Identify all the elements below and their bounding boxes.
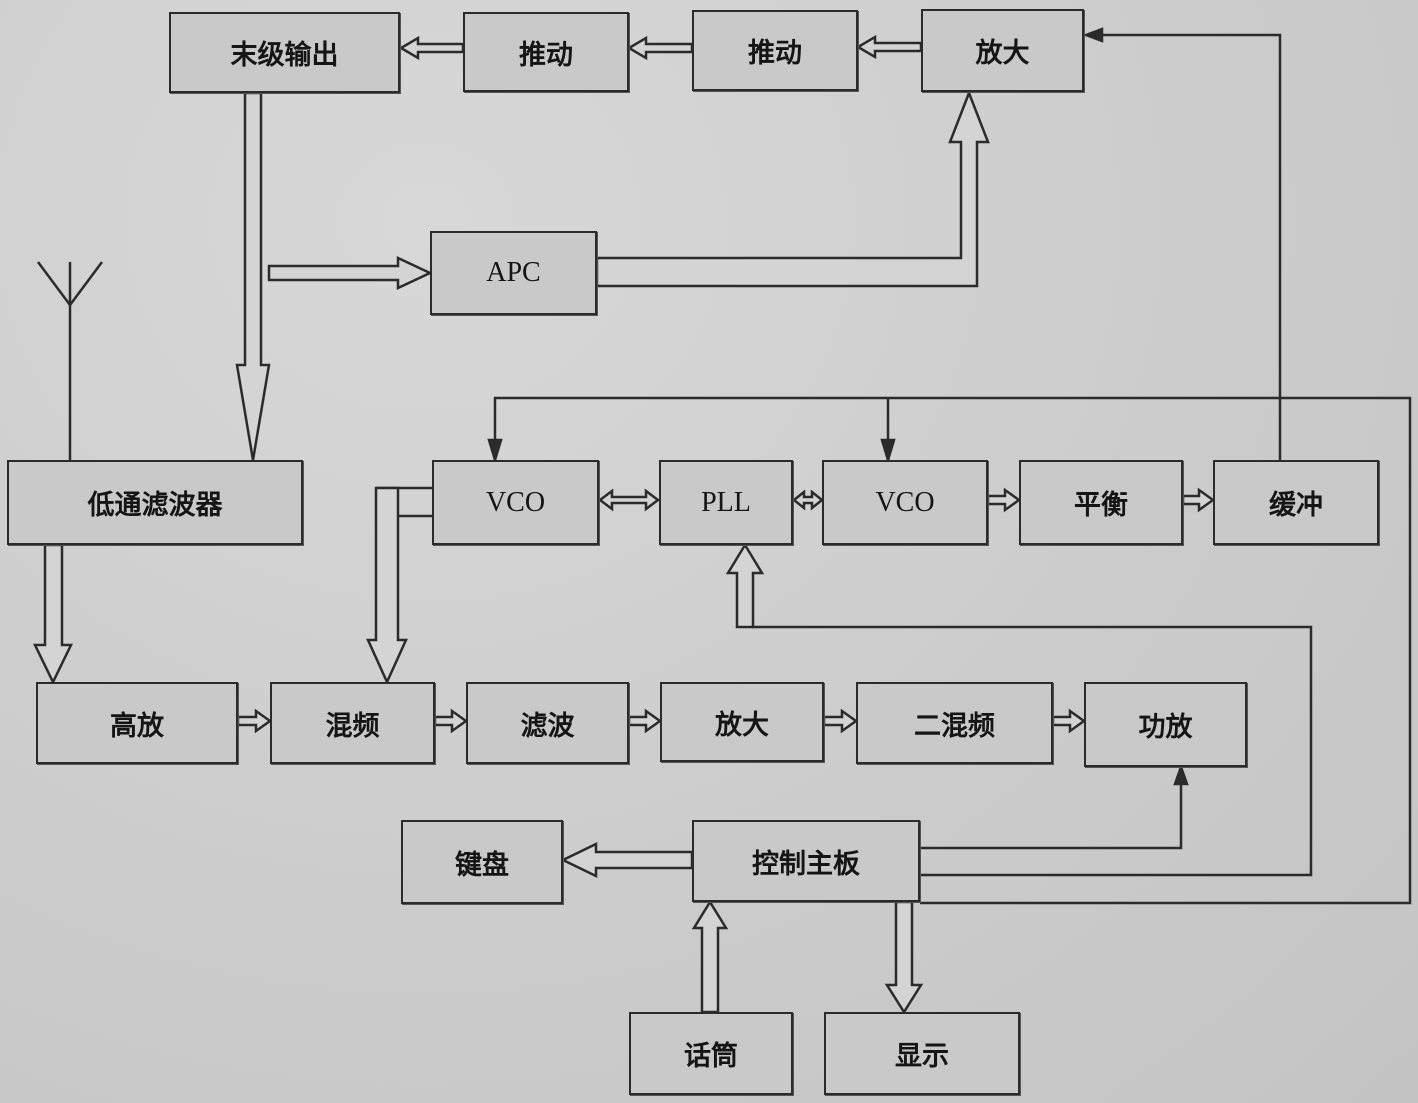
vco-2-box: VCO	[822, 460, 988, 545]
microphone-label: 话筒	[684, 1041, 738, 1072]
power-amp-label: 功放	[1138, 712, 1193, 743]
second-mixer-label: 二混频	[914, 710, 995, 742]
display-box: 显示	[824, 1012, 1020, 1095]
control-board-label: 控制主板	[752, 848, 860, 880]
lowpass-filter-box: 低通滤波器	[7, 460, 303, 545]
arrow-to-apc	[267, 256, 433, 290]
rx-amplifier-box: 放大	[660, 682, 824, 762]
pll-label: PLL	[701, 486, 751, 518]
driver-2-box: 推动	[692, 10, 858, 91]
lowpass-filter-label: 低通滤波器	[87, 490, 223, 521]
vco-1-box: VCO	[432, 460, 599, 545]
pll-box: PLL	[659, 460, 793, 545]
apc-label: APC	[486, 257, 541, 288]
arrow-rx-4	[822, 708, 859, 734]
rx-amplifier-label: 放大	[715, 709, 769, 741]
arrow-amp-to-drive2	[855, 34, 923, 60]
rf-amp-box: 高放	[36, 682, 238, 764]
arrow-drive2-to-drive1	[626, 35, 694, 61]
arrow-mic-to-control	[691, 899, 729, 1014]
mixer-box: 混频	[270, 682, 435, 764]
tx-amplifier-label: 放大	[975, 38, 1030, 69]
arrow-rx-5	[1051, 708, 1087, 734]
arrow-control-to-display	[884, 900, 924, 1015]
buffer-label: 缓冲	[1269, 490, 1323, 521]
buffer-box: 缓冲	[1213, 460, 1379, 545]
mixer-label: 混频	[325, 710, 380, 742]
arrow-lowpass-to-rfamp	[33, 543, 73, 685]
arrow-vco1-to-mixer	[366, 486, 432, 686]
arrow-drive1-to-final	[398, 35, 465, 61]
power-amp-box: 功放	[1084, 682, 1247, 767]
arrow-rx-1	[236, 708, 273, 734]
antenna-icon	[36, 261, 104, 460]
arrow-control-to-keyboard	[560, 842, 694, 878]
final-output-label: 末级输出	[230, 40, 339, 71]
rx-filter-label: 滤波	[520, 710, 575, 742]
second-mixer-box: 二混频	[856, 682, 1053, 764]
tx-amplifier-box: 放大	[921, 9, 1084, 92]
keyboard-label: 键盘	[455, 849, 509, 881]
apc-box: APC	[430, 231, 597, 315]
line-control-to-poweramp	[920, 763, 1189, 850]
rx-filter-box: 滤波	[466, 682, 629, 764]
arrow-rx-2	[433, 708, 469, 734]
balance-label: 平衡	[1074, 490, 1128, 521]
balance-box: 平衡	[1019, 460, 1183, 545]
vco-2-label: VCO	[875, 486, 935, 518]
display-label: 显示	[895, 1041, 949, 1072]
driver-2-label: 推动	[748, 38, 802, 69]
line-control-bus	[487, 396, 1412, 905]
keyboard-box: 键盘	[401, 820, 563, 904]
arrow-vco1-pll	[597, 488, 661, 512]
final-output-box: 末级输出	[169, 12, 400, 93]
driver-1-label: 推动	[519, 39, 573, 71]
arrow-vco2-balance	[986, 487, 1022, 513]
line-buffer-to-amplifier	[1082, 27, 1282, 460]
arrow-pll-vco2	[791, 489, 825, 511]
rf-amp-label: 高放	[110, 710, 164, 742]
arrow-final-to-lowpass	[235, 91, 271, 461]
driver-1-box: 推动	[463, 12, 629, 92]
arrow-apc-to-amplifier	[595, 89, 990, 288]
arrow-rx-3	[627, 708, 663, 734]
arrow-control-to-pll	[725, 542, 1313, 877]
microphone-box: 话筒	[629, 1012, 793, 1095]
vco-1-label: VCO	[485, 486, 546, 518]
control-board-box: 控制主板	[692, 820, 920, 902]
arrow-balance-buffer	[1181, 487, 1216, 513]
